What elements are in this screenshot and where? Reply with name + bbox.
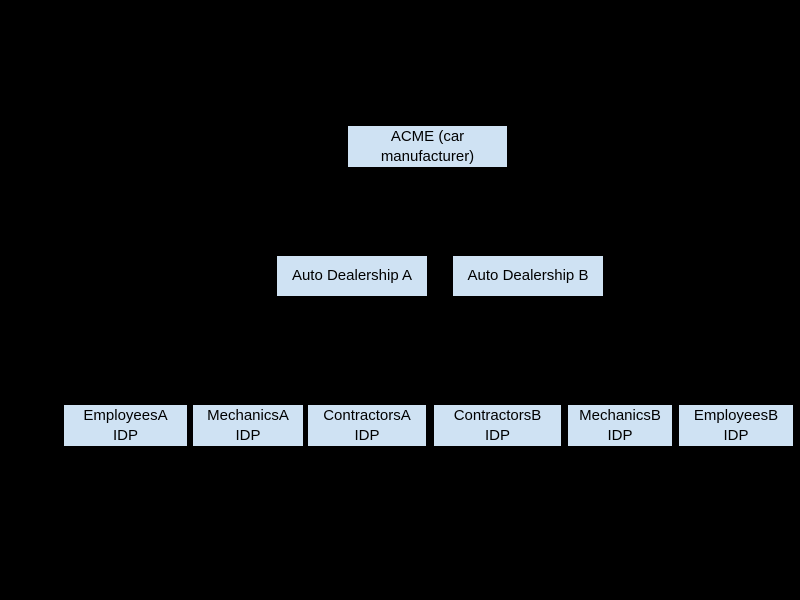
- node-label-line: MechanicsB: [579, 406, 661, 424]
- node-contractors-a-idp: ContractorsA IDP: [308, 405, 426, 446]
- node-label-line: IDP: [484, 426, 510, 444]
- node-label-line: IDP: [607, 426, 633, 444]
- node-acme: ACME (car manufacturer): [348, 126, 507, 167]
- node-label-line: MechanicsA: [207, 406, 289, 424]
- node-employees-b-idp: EmployeesB IDP: [679, 405, 793, 446]
- node-mechanics-b-idp: MechanicsB IDP: [568, 405, 672, 446]
- node-auto-dealership-a: Auto Dealership A: [277, 256, 427, 296]
- node-label-line: ContractorsA: [323, 406, 411, 424]
- node-mechanics-a-idp: MechanicsA IDP: [193, 405, 303, 446]
- node-label-line: EmployeesB: [693, 406, 779, 424]
- node-label-line: ACME (car: [390, 127, 465, 145]
- node-label-line: Auto Dealership A: [291, 267, 413, 284]
- node-label-line: EmployeesA: [83, 406, 168, 424]
- node-auto-dealership-b: Auto Dealership B: [453, 256, 603, 296]
- node-contractors-b-idp: ContractorsB IDP: [434, 405, 561, 446]
- node-label-line: manufacturer): [380, 147, 475, 165]
- node-label-line: IDP: [235, 426, 261, 444]
- node-label-line: ContractorsB: [453, 406, 542, 424]
- node-label-line: IDP: [112, 426, 138, 444]
- node-employees-a-idp: EmployeesA IDP: [64, 405, 187, 446]
- node-label-line: IDP: [723, 426, 749, 444]
- node-label-line: IDP: [354, 426, 380, 444]
- node-label-line: Auto Dealership B: [467, 267, 589, 284]
